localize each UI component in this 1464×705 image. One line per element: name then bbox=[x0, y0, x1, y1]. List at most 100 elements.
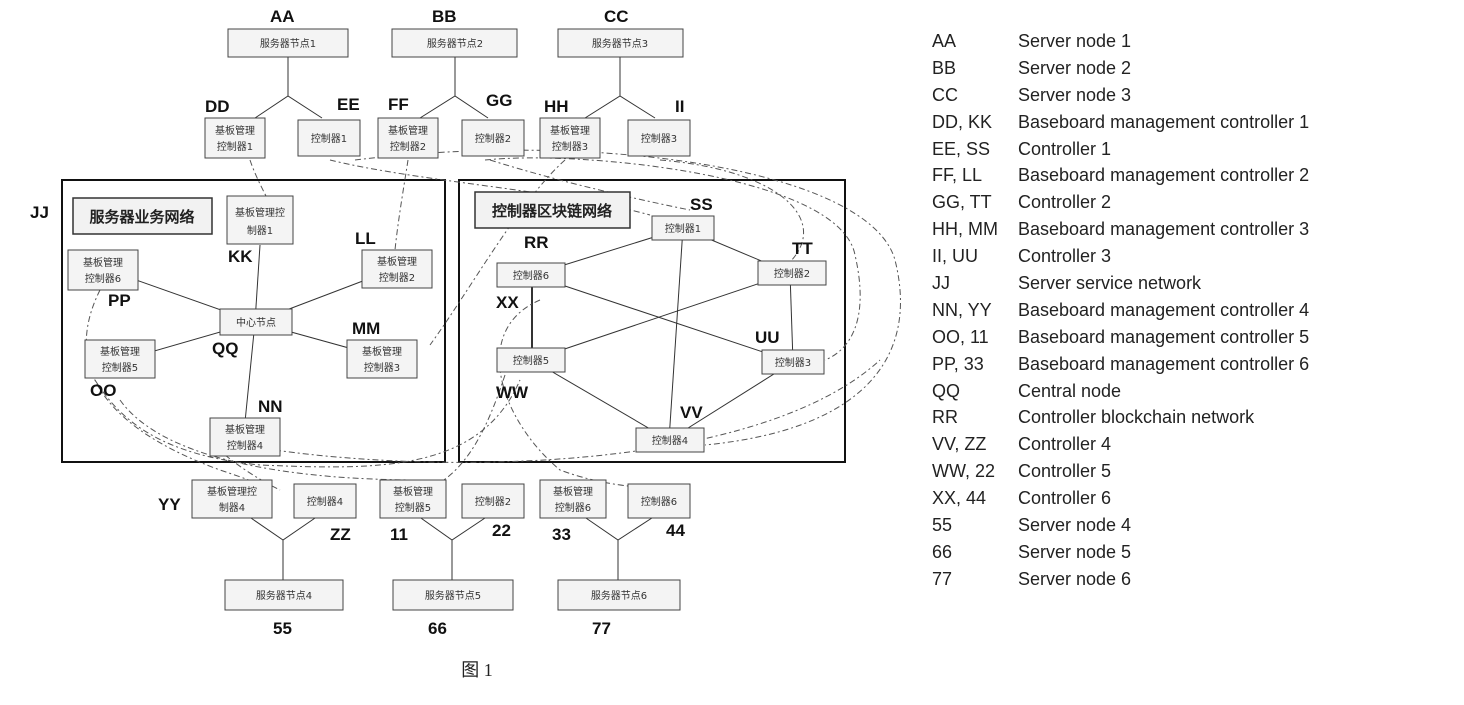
svg-text:控制器2: 控制器2 bbox=[475, 495, 511, 508]
label-55: 55 bbox=[273, 619, 292, 638]
bmc-6-bottom: 基板管理 控制器6 bbox=[540, 480, 606, 518]
legend-row: XX, 44Controller 6 bbox=[932, 485, 1309, 512]
ssn-bmc-5: 基板管理 控制器5 bbox=[85, 340, 155, 378]
cbn-controller-5: 控制器5 bbox=[497, 348, 565, 372]
label-EE: EE bbox=[337, 95, 360, 114]
svg-text:基板管理: 基板管理 bbox=[550, 124, 590, 137]
label-VV: VV bbox=[680, 403, 703, 422]
legend-row: OO, 11Baseboard management controller 5 bbox=[932, 324, 1309, 351]
svg-text:控制器6: 控制器6 bbox=[513, 269, 549, 282]
legend-code: JJ bbox=[932, 273, 1018, 294]
svg-text:基板管理: 基板管理 bbox=[362, 345, 402, 358]
legend-row: EE, SSController 1 bbox=[932, 136, 1309, 163]
legend-row: HH, MMBaseboard management controller 3 bbox=[932, 216, 1309, 243]
legend-code: 77 bbox=[932, 569, 1018, 590]
cbn-controller-3: 控制器3 bbox=[762, 350, 824, 374]
svg-text:控制器2: 控制器2 bbox=[390, 140, 426, 153]
legend-code: DD, KK bbox=[932, 112, 1018, 133]
label-AA: AA bbox=[270, 7, 295, 26]
svg-text:基板管理: 基板管理 bbox=[215, 124, 255, 137]
bmc-1-top: 基板管理 控制器1 bbox=[205, 118, 265, 158]
controller-blockchain-network-title: 控制器区块链网络 bbox=[475, 192, 630, 228]
legend-text: Server node 3 bbox=[1018, 85, 1131, 106]
legend-text: Controller 5 bbox=[1018, 461, 1111, 482]
svg-text:控制器5: 控制器5 bbox=[102, 361, 138, 374]
svg-text:控制器3: 控制器3 bbox=[775, 356, 811, 369]
legend-code: VV, ZZ bbox=[932, 434, 1018, 455]
legend-row: 77Server node 6 bbox=[932, 566, 1309, 593]
legend-row: 55Server node 4 bbox=[932, 512, 1309, 539]
label-QQ: QQ bbox=[212, 339, 238, 358]
svg-text:基板管理: 基板管理 bbox=[225, 423, 265, 436]
svg-text:控制器6: 控制器6 bbox=[85, 272, 121, 285]
legend-row: JJServer service network bbox=[932, 270, 1309, 297]
svg-text:中心节点: 中心节点 bbox=[236, 316, 276, 329]
legend-row: FF, LLBaseboard management controller 2 bbox=[932, 162, 1309, 189]
svg-text:控制器4: 控制器4 bbox=[652, 434, 688, 447]
legend-code: 66 bbox=[932, 542, 1018, 563]
label-22: 22 bbox=[492, 521, 511, 540]
svg-text:控制器1: 控制器1 bbox=[665, 222, 701, 235]
legend-row: BBServer node 2 bbox=[932, 55, 1309, 82]
legend-text: Controller 2 bbox=[1018, 192, 1111, 213]
svg-text:控制器3: 控制器3 bbox=[364, 361, 400, 374]
label-OO: OO bbox=[90, 381, 116, 400]
legend: AAServer node 1BBServer node 2CCServer n… bbox=[932, 28, 1309, 593]
bmc-5-bottom: 基板管理 控制器5 bbox=[380, 480, 446, 518]
legend-code: OO, 11 bbox=[932, 327, 1018, 348]
svg-text:控制器6: 控制器6 bbox=[641, 495, 677, 508]
central-node: 中心节点 bbox=[220, 309, 292, 335]
top-tree-connectors bbox=[255, 56, 655, 118]
legend-code: HH, MM bbox=[932, 219, 1018, 240]
label-DD: DD bbox=[205, 97, 230, 116]
legend-code: EE, SS bbox=[932, 139, 1018, 160]
svg-text:基板管理: 基板管理 bbox=[83, 256, 123, 269]
svg-text:控制器3: 控制器3 bbox=[641, 132, 677, 145]
controller-3-top: 控制器3 bbox=[628, 120, 690, 156]
label-66: 66 bbox=[428, 619, 447, 638]
server-node-5: 服务器节点5 bbox=[393, 580, 513, 610]
label-FF: FF bbox=[388, 95, 409, 114]
label-KK: KK bbox=[228, 247, 253, 266]
server-node-2: 服务器节点2 bbox=[392, 29, 517, 57]
cbn-controller-2: 控制器2 bbox=[758, 261, 826, 285]
legend-text: Baseboard management controller 1 bbox=[1018, 112, 1309, 133]
svg-text:服务器节点4: 服务器节点4 bbox=[256, 589, 312, 602]
svg-text:控制器4: 控制器4 bbox=[227, 439, 263, 452]
bmc-4-bottom: 基板管理控 制器4 bbox=[192, 480, 272, 518]
reference-labels: AA BB CC DD EE FF GG HH II JJ KK LL PP M… bbox=[30, 7, 813, 638]
svg-text:基板管理控: 基板管理控 bbox=[235, 206, 285, 219]
svg-text:基板管理控: 基板管理控 bbox=[207, 485, 257, 498]
label-BB: BB bbox=[432, 7, 457, 26]
controller-4-bottom: 控制器4 bbox=[294, 484, 356, 518]
figure-caption: 图 1 bbox=[461, 660, 493, 680]
legend-code: QQ bbox=[932, 381, 1018, 402]
label-TT: TT bbox=[792, 239, 813, 258]
legend-code: BB bbox=[932, 58, 1018, 79]
cbn-controller-1: 控制器1 bbox=[652, 216, 714, 240]
legend-row: II, UUController 3 bbox=[932, 243, 1309, 270]
legend-row: NN, YYBaseboard management controller 4 bbox=[932, 297, 1309, 324]
legend-row: PP, 33Baseboard management controller 6 bbox=[932, 351, 1309, 378]
svg-text:基板管理: 基板管理 bbox=[100, 345, 140, 358]
ssn-bmc-1: 基板管理控 制器1 bbox=[227, 196, 293, 244]
label-LL: LL bbox=[355, 229, 376, 248]
legend-code: CC bbox=[932, 85, 1018, 106]
svg-text:控制器2: 控制器2 bbox=[475, 132, 511, 145]
svg-text:基板管理: 基板管理 bbox=[393, 485, 433, 498]
svg-text:制器1: 制器1 bbox=[247, 224, 273, 237]
legend-text: Baseboard management controller 2 bbox=[1018, 165, 1309, 186]
server-node-1: 服务器节点1 bbox=[228, 29, 348, 57]
controller-2-top: 控制器2 bbox=[462, 120, 524, 156]
controller-5-bottom: 控制器2 bbox=[462, 484, 524, 518]
legend-text: Controller 6 bbox=[1018, 488, 1111, 509]
bmc-2-top: 基板管理 控制器2 bbox=[378, 118, 438, 158]
bmc-3-top: 基板管理 控制器3 bbox=[540, 118, 600, 158]
ssn-bmc-6: 基板管理 控制器6 bbox=[68, 250, 138, 290]
label-YY: YY bbox=[158, 495, 181, 514]
legend-code: RR bbox=[932, 407, 1018, 428]
legend-text: Baseboard management controller 4 bbox=[1018, 300, 1309, 321]
label-RR: RR bbox=[524, 233, 549, 252]
legend-text: Baseboard management controller 3 bbox=[1018, 219, 1309, 240]
legend-code: XX, 44 bbox=[932, 488, 1018, 509]
